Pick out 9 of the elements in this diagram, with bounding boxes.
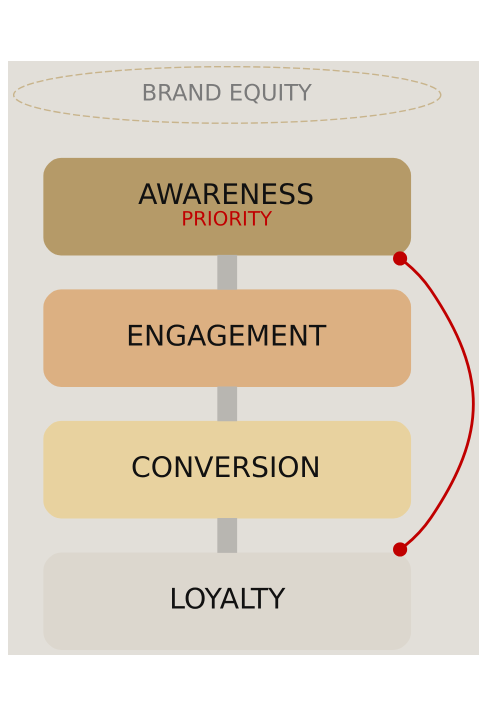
connector xyxy=(217,517,238,552)
node-box: LOYALTY xyxy=(43,552,412,650)
node-box: ENGAGEMENT xyxy=(43,288,412,386)
node-ellipse: BRAND EQUITY xyxy=(12,65,442,124)
connector xyxy=(217,254,238,290)
node-box: CONVERSION xyxy=(43,420,412,518)
connector xyxy=(217,386,238,421)
connector xyxy=(393,250,475,556)
node-box: AWARENESS PRIORITY xyxy=(43,157,412,255)
